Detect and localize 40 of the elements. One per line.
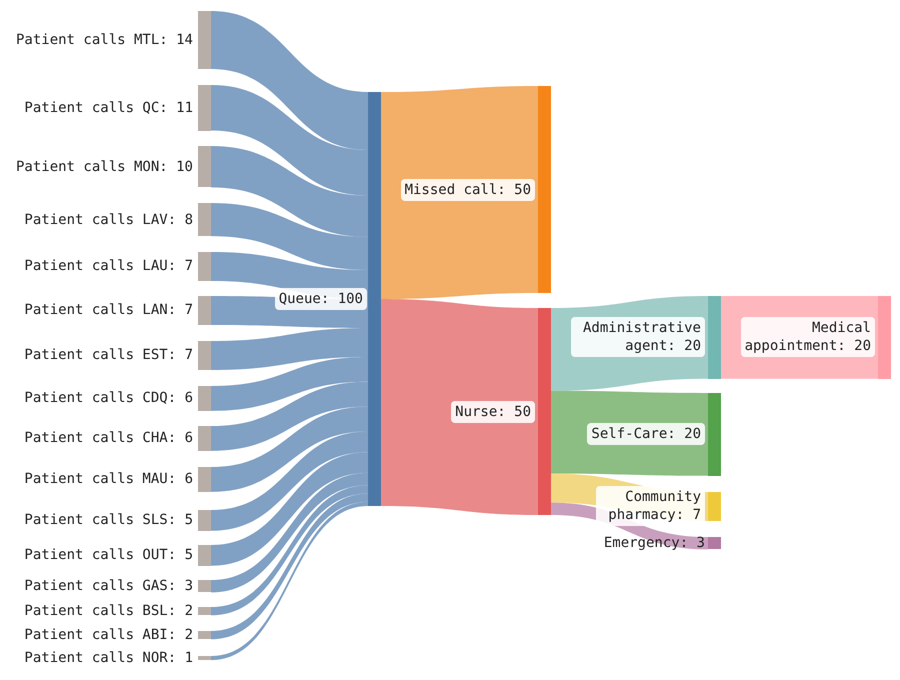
node-label: Medical appointment: 20 <box>740 317 875 358</box>
flow-band <box>381 299 538 515</box>
node-label: Missed call: 50 <box>400 178 535 200</box>
flow-band <box>211 472 368 592</box>
flow-band <box>211 431 368 531</box>
node-label: Queue: 100 <box>274 288 367 310</box>
node-label: Nurse: 50 <box>451 400 535 422</box>
node-label: Self-Care: 20 <box>587 423 705 446</box>
flow-band <box>211 328 368 370</box>
node-label: Patient calls NOR: 1 <box>24 649 193 668</box>
node-label: Patient calls MAU: 6 <box>24 470 193 488</box>
node-label: Community pharmacy: 7 <box>596 486 705 526</box>
flow-band <box>211 485 368 616</box>
node-label: Emergency: 3 <box>604 534 705 552</box>
flow-band <box>211 146 368 237</box>
flow-band <box>211 85 368 196</box>
node-label: Patient calls ABI: 2 <box>24 626 193 644</box>
node-label: Patient calls LAV: 8 <box>24 210 193 229</box>
node-label: Patient calls EST: 7 <box>24 346 193 364</box>
node-label: Patient calls MTL: 14 <box>16 30 193 49</box>
node-label: Patient calls LAN: 7 <box>24 301 193 320</box>
node-label: Patient calls OUT: 5 <box>24 546 193 564</box>
flow-band <box>211 452 368 566</box>
node-label: Patient calls QC: 11 <box>24 98 193 117</box>
node-label: Patient calls GAS: 3 <box>24 577 193 596</box>
flow-band <box>211 356 368 411</box>
flow-band <box>211 406 368 492</box>
flow-band <box>211 494 368 640</box>
node-label: Patient calls CDQ: 6 <box>24 389 193 408</box>
flow-band <box>381 86 538 299</box>
flow-band <box>211 11 368 150</box>
node-label: Administrative agent: 20 <box>570 317 705 358</box>
node-label: Patient calls MON: 10 <box>16 158 193 176</box>
flow-band <box>211 502 368 660</box>
flow-band <box>211 203 368 270</box>
node-label: Patient calls SLS: 5 <box>24 511 193 530</box>
flow-band <box>211 382 368 451</box>
node-label: Patient calls CHA: 6 <box>24 429 193 448</box>
node-label: Patient calls BSL: 2 <box>24 602 193 620</box>
node-label: Patient calls LAU: 7 <box>24 257 193 276</box>
